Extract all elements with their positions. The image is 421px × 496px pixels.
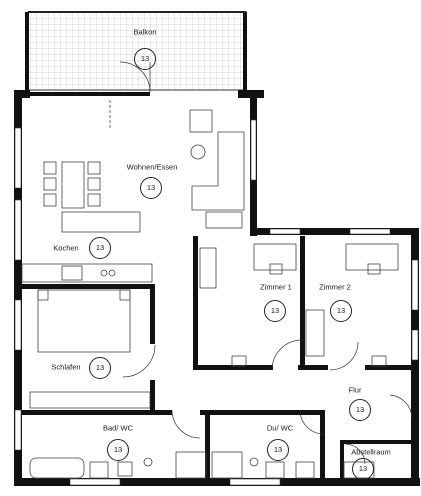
windows: [14, 119, 419, 486]
interior-walls: [22, 236, 413, 480]
room-number-abstellraum: 13: [352, 458, 374, 480]
furniture: [21, 109, 399, 479]
room-number-bad-wc: 13: [107, 439, 129, 461]
room-label-schlafen: Schlafen: [51, 362, 81, 372]
room-number-zimmer-1: 13: [264, 300, 286, 322]
room-label-abstellraum: Abstellraum: [351, 447, 391, 457]
room-label-kochen: Kochen: [53, 243, 79, 253]
room-label-zimmer-1: Zimmer 1: [260, 282, 292, 292]
room-label-wohnen-essen: Wohnen/Essen: [126, 162, 178, 172]
room-number-schlafen: 13: [89, 357, 111, 379]
room-number-balkon: 13: [134, 48, 156, 70]
room-label-flur: Flur: [348, 385, 362, 395]
room-label-balkon: Balkon: [133, 27, 157, 37]
room-number-wohnen-essen: 13: [140, 177, 162, 199]
room-label-bad-wc: Bad/ WC: [102, 423, 134, 433]
room-number-flur: 13: [349, 399, 371, 421]
room-number-kochen: 13: [89, 237, 111, 259]
room-number-zimmer-2: 13: [330, 300, 352, 322]
balcony: [25, 11, 247, 92]
room-label-du-wc: Du/ WC: [266, 423, 294, 433]
room-label-zimmer-2: Zimmer 2: [319, 282, 351, 292]
room-number-du-wc: 13: [267, 439, 289, 461]
